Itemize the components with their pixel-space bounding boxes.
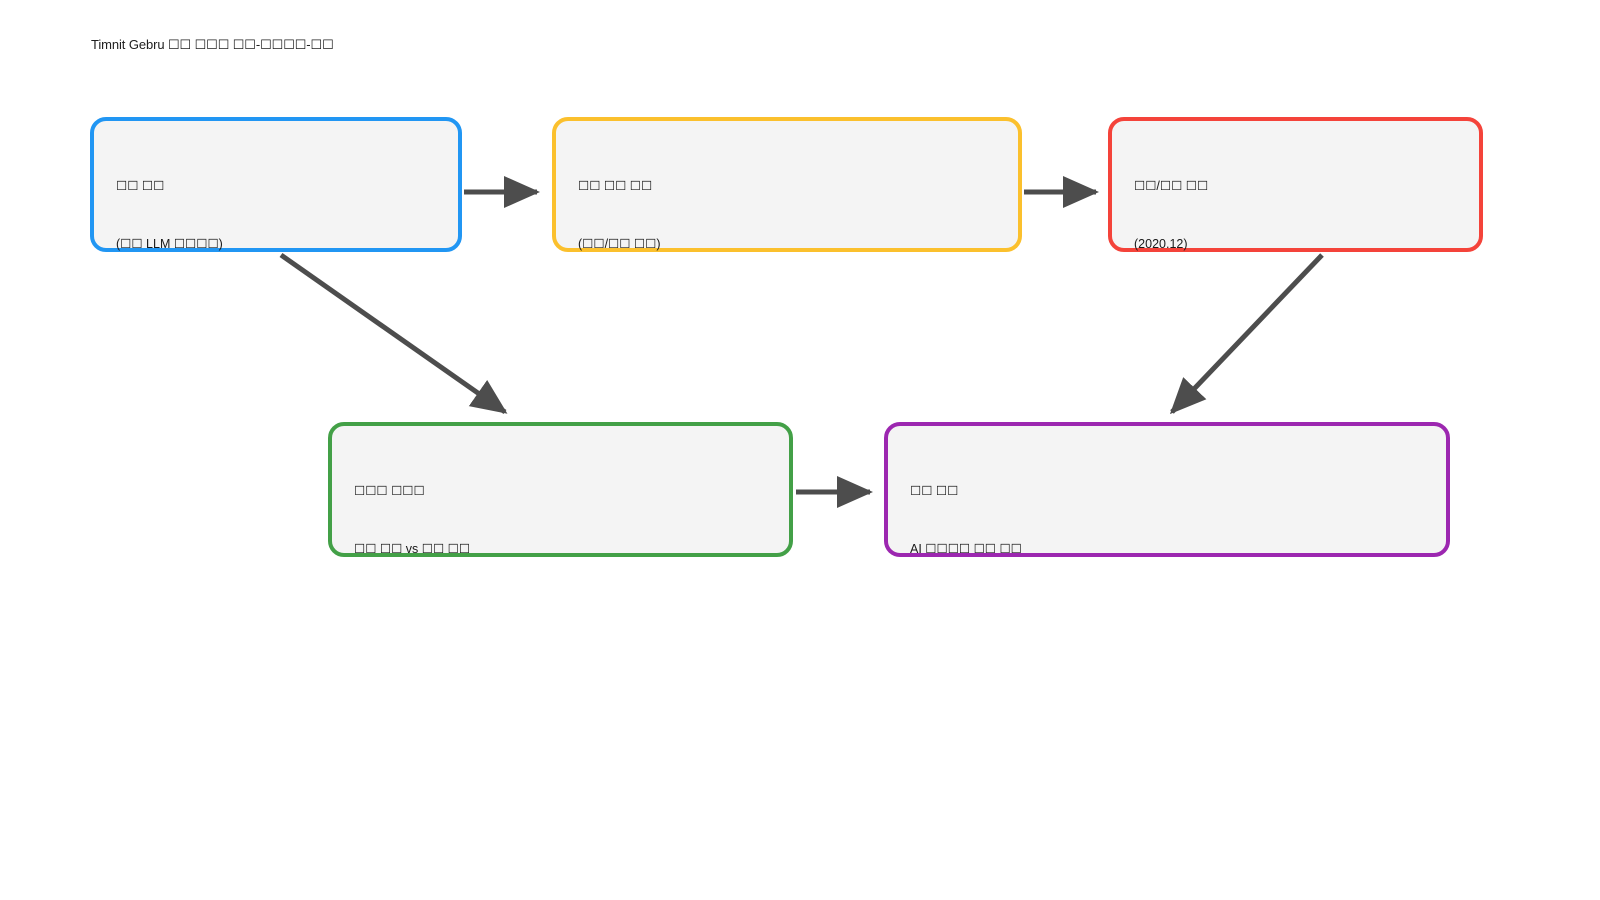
flow-node-event-text: ☐☐/☐☐ ☐☐ (2020.12) [1134,139,1208,292]
flow-node-process[interactable]: ☐☐ ☐☐ ☐☐ (☐☐/☐☐ ☐☐) [552,117,1022,252]
flow-node-impact-text: ☐☐ ☐☐ AI ☐☐☐☐ ☐☐ ☐☐ [910,444,1022,597]
flow-node-process-line1: ☐☐ ☐☐ ☐☐ [578,179,653,193]
flow-node-debate-line2: ☐☐ ☐☐ vs ☐☐ ☐☐ [354,542,471,556]
flow-node-debate-text: ☐☐☐ ☐☐☐ ☐☐ ☐☐ vs ☐☐ ☐☐ [354,444,470,597]
flow-node-origin-line1: ☐☐ ☐☐ [116,179,165,193]
flow-node-origin-text: ☐☐ ☐☐ (☐☐ LLM ☐☐☐☐) [116,139,223,292]
flow-node-impact-line2: AI ☐☐☐☐ ☐☐ ☐☐ [910,542,1022,556]
flow-node-process-text: ☐☐ ☐☐ ☐☐ (☐☐/☐☐ ☐☐) [578,139,661,292]
flow-node-debate-line1: ☐☐☐ ☐☐☐ [354,484,425,498]
flow-node-event[interactable]: ☐☐/☐☐ ☐☐ (2020.12) [1108,117,1483,252]
flow-node-debate[interactable]: ☐☐☐ ☐☐☐ ☐☐ ☐☐ vs ☐☐ ☐☐ [328,422,793,557]
flow-node-impact[interactable]: ☐☐ ☐☐ AI ☐☐☐☐ ☐☐ ☐☐ [884,422,1450,557]
flow-node-origin-line2: (☐☐ LLM ☐☐☐☐) [116,237,223,251]
page-title: Timnit Gebru ☐☐ ☐☐☐ ☐☐-☐☐☐☐-☐☐ [91,37,334,52]
flow-node-event-line2: (2020.12) [1134,237,1188,251]
flow-node-impact-line1: ☐☐ ☐☐ [910,484,959,498]
arrow-origin-to-debate [279,252,508,415]
flow-node-event-line1: ☐☐/☐☐ ☐☐ [1134,179,1209,193]
flow-node-origin[interactable]: ☐☐ ☐☐ (☐☐ LLM ☐☐☐☐) [90,117,462,252]
flow-node-process-line2: (☐☐/☐☐ ☐☐) [578,237,661,251]
